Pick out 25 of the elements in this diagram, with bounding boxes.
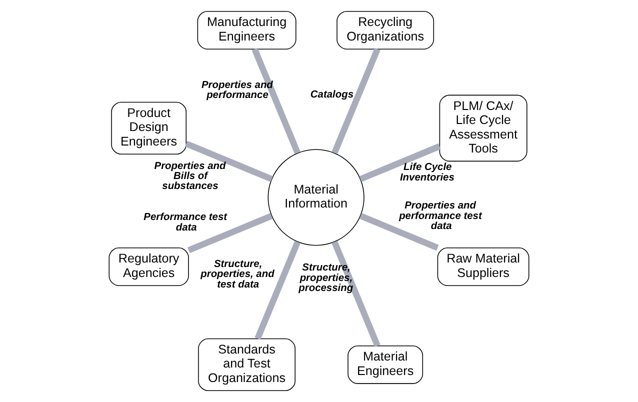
connector bbox=[359, 143, 441, 182]
edge-label: Catalogs bbox=[310, 89, 354, 100]
edge-label: Properties and performance bbox=[201, 80, 273, 102]
edge-label: Performance test data bbox=[144, 212, 228, 234]
connector bbox=[359, 212, 439, 251]
node-box: Recycling Organizations bbox=[336, 10, 434, 50]
node-box: Regulatory Agencies bbox=[108, 247, 189, 286]
node-box: Standards and Test Organizations bbox=[198, 338, 296, 392]
edge-label: Life Cycle Inventories bbox=[400, 162, 454, 184]
node-circle: Material Information bbox=[268, 149, 364, 246]
edge-label: Properties and Bills of substances bbox=[154, 160, 226, 192]
edge-label: Structure, properties, and test data bbox=[200, 259, 274, 290]
connector bbox=[332, 48, 380, 154]
connector bbox=[184, 140, 273, 182]
node-box: PLM/ CAx/ Life Cycle Assessment Tools bbox=[439, 94, 528, 162]
edge-label: Structure, properties, processing bbox=[298, 262, 354, 294]
connector bbox=[187, 213, 273, 254]
connector bbox=[332, 240, 380, 348]
edge-label: Properties and performance test data bbox=[399, 200, 482, 232]
node-box: Product Design Engineers bbox=[111, 102, 187, 155]
connector bbox=[254, 240, 301, 340]
node-box: Material Engineers bbox=[348, 345, 424, 384]
connector bbox=[252, 48, 301, 154]
node-box: Raw Material Suppliers bbox=[437, 247, 530, 286]
node-box: Manufacturing Engineers bbox=[197, 10, 296, 50]
